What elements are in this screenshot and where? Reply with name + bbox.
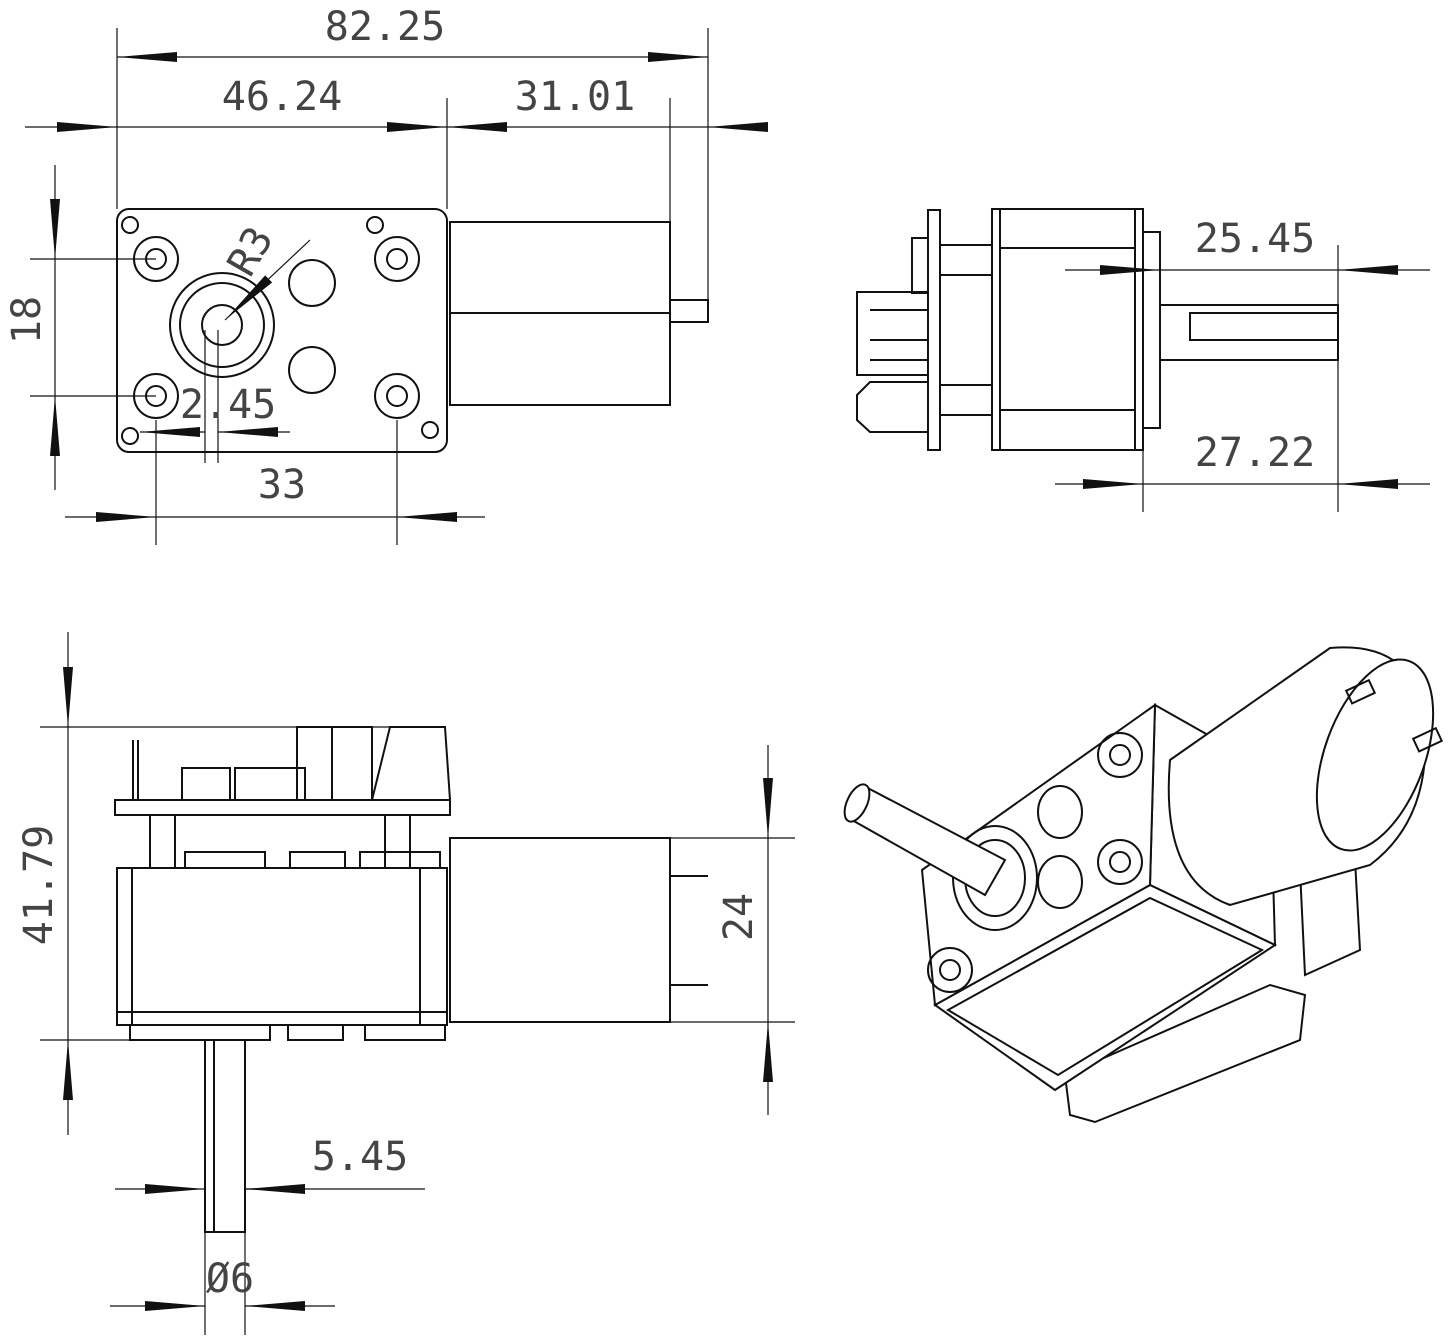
isometric-view (843, 646, 1444, 1124)
dim-hole-spacing-horizontal: 33 (258, 462, 306, 508)
front-view: 82.25 46.24 31.01 18 R3 2.45 33 (4, 4, 768, 545)
dim-hole-spacing-vertical: 18 (4, 296, 50, 344)
bottom-view: 41.79 24 5.45 Ø6 (16, 632, 795, 1335)
dim-shaft-to-body: 27.22 (1195, 430, 1315, 476)
dim-shaft-offset: 2.45 (180, 382, 276, 428)
dim-gearbox-length: 46.24 (222, 74, 342, 120)
side-view: 25.45 27.22 (856, 208, 1430, 512)
dim-motor-length: 31.01 (515, 74, 635, 120)
dim-shaft-flat: 5.45 (312, 1134, 408, 1180)
dim-shaft-diameter: Ø6 (206, 1256, 254, 1302)
dim-total-height: 41.79 (16, 825, 62, 945)
dim-overall-length: 82.25 (325, 4, 445, 50)
dim-motor-diameter: 24 (716, 893, 762, 941)
dim-shaft-length: 25.45 (1195, 216, 1315, 262)
